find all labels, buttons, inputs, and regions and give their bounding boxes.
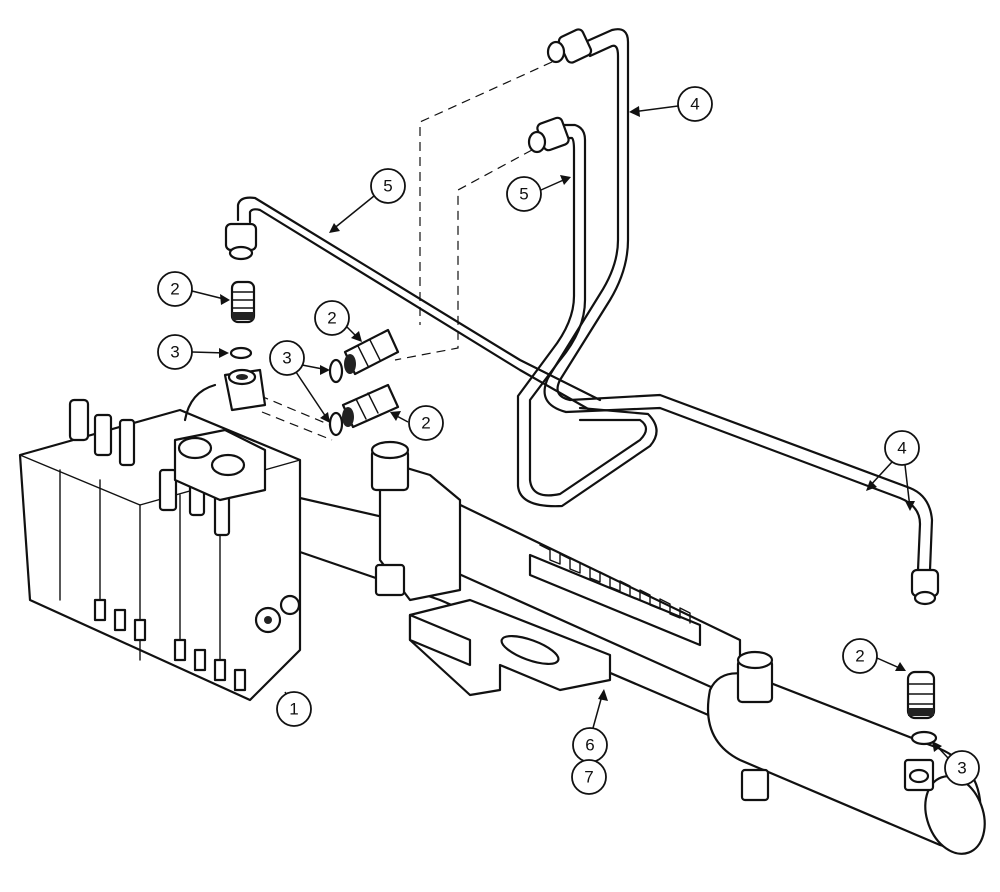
callout-5-lower: 5 (329, 168, 406, 233)
shim-plate (408, 598, 612, 697)
callout-4-right: 4 (866, 430, 920, 511)
svg-text:3: 3 (170, 343, 179, 362)
valve-port-block (223, 368, 267, 412)
callout-2-right: 2 (842, 638, 906, 674)
svg-text:1: 1 (289, 700, 298, 719)
oring-3-middle (328, 358, 344, 384)
svg-text:2: 2 (421, 414, 430, 433)
oring-3-top (229, 346, 253, 360)
svg-text:6: 6 (585, 736, 594, 755)
callout-6: 6 (572, 689, 608, 763)
callout-7: 7 (571, 759, 607, 795)
control-valve (18, 383, 302, 702)
callout-2-lower: 2 (390, 405, 444, 441)
steering-cylinder (263, 440, 986, 855)
svg-text:5: 5 (383, 177, 392, 196)
svg-text:4: 4 (897, 439, 906, 458)
tube-5-lower (236, 196, 602, 412)
steering-rack (528, 544, 702, 647)
tube-nut-middle (527, 116, 570, 154)
callout-2-middle: 2 (314, 300, 362, 342)
oring-3-right (910, 730, 938, 746)
svg-text:2: 2 (170, 280, 179, 299)
alignment-lines (231, 61, 553, 441)
callout-3-right: 3 (932, 741, 980, 786)
callout-3-middle: 3 (269, 340, 330, 423)
fitting-2-top (230, 280, 256, 324)
fitting-2-middle (343, 328, 400, 376)
callout-1: 1 (276, 691, 312, 727)
tube-nut-top (546, 28, 593, 64)
callout-4-top: 4 (629, 86, 713, 122)
svg-text:5: 5 (519, 185, 528, 204)
svg-text:3: 3 (957, 759, 966, 778)
oring-3-lower (328, 411, 344, 437)
tube-nut-right (910, 568, 940, 606)
fitting-2-lower (341, 383, 400, 429)
callout-3-top: 3 (157, 334, 229, 370)
tube-nut-left (224, 222, 258, 261)
svg-text:2: 2 (327, 309, 336, 328)
svg-text:7: 7 (584, 768, 593, 787)
svg-text:3: 3 (282, 349, 291, 368)
callout-5-upper: 5 (506, 175, 571, 212)
tube-4 (543, 28, 934, 572)
svg-text:4: 4 (690, 95, 699, 114)
svg-text:2: 2 (855, 647, 864, 666)
callout-2-top: 2 (157, 271, 230, 307)
tube-5-upper (516, 123, 658, 508)
fitting-2-right (906, 670, 936, 720)
